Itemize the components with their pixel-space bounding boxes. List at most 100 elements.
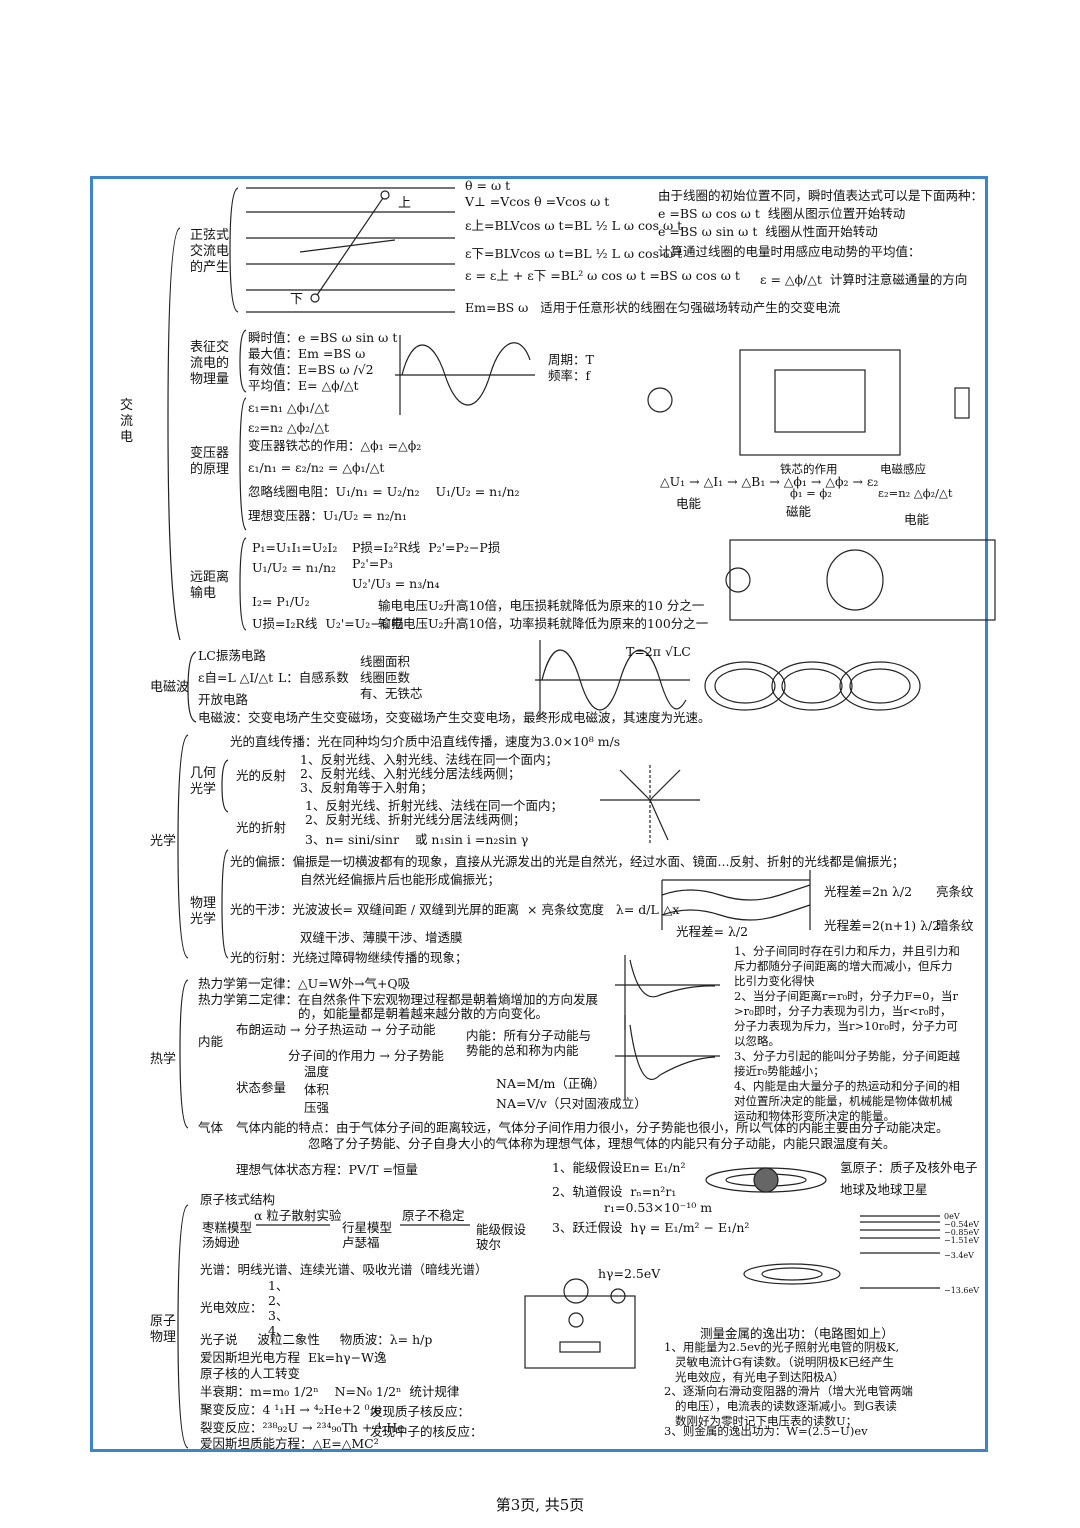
thermo-line-2: 热力学第二定律：在自然条件下宏观物理过程都是朝着熵增加的方向发展 (198, 992, 598, 1007)
char-line-4: 平均值：E= △ϕ/△t (248, 378, 359, 393)
dist-line-4: I₂= P₁/U₂ (252, 594, 310, 609)
atom-proton: 发现质子核反应： (370, 1404, 470, 1419)
thermo-gas-2: 忽略了分子势能、分子自身大小的气体称为理想气体，理想气体的内能只有分子动能，内能… (308, 1136, 896, 1151)
atom-photoelectric: 光电效应： (200, 1300, 263, 1315)
optics-refr-3: 3、n= sini/sinr 或 n₁sin i =n₂sin γ (305, 832, 528, 847)
atom-photon: hγ=2.5eV (598, 1266, 660, 1281)
optics-phys: 物理 光学 (190, 896, 216, 928)
optics-dark-eq: 光程差=2(n+1) λ/2 (824, 918, 940, 933)
optics-geo: 几何 光学 (190, 766, 216, 798)
dist-line-5: 输电电压U₂升高10倍，电压损耗就降低为原来的10 分之一 (378, 598, 704, 613)
char-title: 表征交 流电的 物理量 (190, 340, 229, 388)
em-formula: T=2π √LC (626, 644, 691, 659)
thermo-na-1: NA=M/m（正确） (496, 1076, 605, 1091)
gen-title: 正弦式 交流电 的产生 (190, 228, 229, 276)
em-line-3: L：自感系数 (278, 670, 349, 685)
thermo-na-2: NA=V/v（只对固液成立） (496, 1096, 647, 1111)
trans-energy-3: 电能 (904, 512, 929, 527)
atom-model-2: 行星模型 卢瑟福 (342, 1220, 392, 1250)
optics-bright-eq: 光程差=2n λ/2 (824, 884, 912, 899)
atom-work-3: 3、则金属的逸出功为：W=(2.5−U)ev (664, 1424, 868, 1439)
atom-transform: 原子核的人工转变 (200, 1366, 300, 1381)
ac-main-label: 交 流 电 (120, 398, 133, 446)
char-line-1: 瞬时值：e =BS ω sin ω t (248, 330, 397, 345)
gen-down-label: 下 (290, 292, 303, 308)
atom-work-title: 测量金属的逸出功：（电路图如上） (700, 1326, 894, 1341)
trans-line-4: ε₁/n₁ = ε₂/n₂ = △ϕ₁/△t (248, 460, 384, 475)
gen-note-4: 计算通过线圈的电量时用感应电动势的平均值： (658, 244, 921, 259)
optics-refl-1: 1、反射光线、入射光线、法线在同一个面内； (300, 752, 558, 767)
gen-line-6: Em=BS ω 适用于任意形状的线圈在匀强磁场转动产生的交变电流 (465, 300, 840, 315)
char-freq: 频率：f (548, 368, 590, 383)
thermo-state: 状态参量 (236, 1080, 286, 1095)
optics-int: 光的干涉：光波波长= 双缝间距 / 双缝到光屏的距离 × 亮条纹宽度 λ= d/… (230, 902, 679, 917)
optics-refr: 光的折射 (236, 820, 286, 835)
dist-line-3: U₂'/U₃ = n₃/n₄ (352, 576, 440, 591)
em-line-1: LC振荡电路 (198, 648, 266, 663)
char-period: 周期：T (548, 352, 594, 367)
trans-line-2: ε₂=n₂ △ϕ₂/△t (248, 420, 329, 435)
optics-line-1: 光的直线传播：光在同种均匀介质中沿直线传播，速度为3.0×10⁸ m/s (230, 734, 620, 749)
trans-chain-c1: 铁芯的作用 (780, 462, 838, 477)
dist-line-1: P₁=U₁I₁=U₂I₂ (252, 540, 337, 555)
atom-model-1: 枣糕模型 汤姆逊 (202, 1220, 252, 1250)
optics-int-2: 双缝干涉、薄膜干涉、增透膜 (300, 930, 463, 945)
em-line-3b: 线圈匝数 (360, 670, 410, 685)
thermo-line-2b: 的，如能量都是朝着越来越分散的方向变化。 (298, 1006, 548, 1021)
thermo-inner: 内能 (198, 1034, 223, 1049)
gen-note-1: 由于线圈的初始位置不同，瞬时值表达式可以是下面两种： (658, 188, 983, 203)
optics-pol: 光的偏振：偏振是一切横波都有的现象，直接从光源发出的光是自然光，经过水面、镜面.… (230, 854, 904, 869)
atom-mass-energy: 爱因斯坦质能方程：△E=△MC² (200, 1436, 379, 1451)
gen-line-2: V⊥ =Vcos θ =Vcos ω t (465, 194, 609, 209)
dist-title: 远距离 输电 (190, 570, 229, 602)
optics-title: 光学 (150, 834, 176, 850)
trans-line-1: ε₁=n₁ △ϕ₁/△t (248, 400, 329, 415)
char-line-3: 有效值：E=BS ω /√2 (248, 362, 374, 377)
thermo-state-1: 温度 (304, 1064, 329, 1079)
optics-dark-label: 暗条纹 (936, 918, 974, 933)
char-line-2: 最大值：Em =BS ω (248, 346, 365, 361)
thermo-gas: 气体 (198, 1120, 223, 1135)
optics-refr-1: 1、反射光线、折射光线、法线在同一个面内； (305, 798, 563, 813)
atom-arrow-2: 原子不稳定 (402, 1208, 465, 1223)
thermo-state-2: 体积 (304, 1082, 329, 1097)
atom-fusion: 聚变反应：4 ¹₁H → ⁴₂He+2 ⁰₁e (200, 1402, 382, 1417)
atom-bohr-2b: r₁=0.53×10⁻¹⁰ m (604, 1200, 712, 1215)
atom-bohr-2: 2、轨道假设 rₙ=n²r₁ (552, 1184, 676, 1199)
gen-line-3: ε上=BLVcos ω t=BL ½ L ω cos ω t (465, 218, 682, 233)
trans-line-5: 忽略线圈电阻：U₁/n₁ = U₂/n₂ U₁/U₂ = n₁/n₂ (248, 484, 520, 499)
thermo-state-3: 压强 (304, 1100, 329, 1115)
optics-refr-2: 2、反射光线、折射光线分居法线两侧； (305, 812, 525, 827)
page-footer: 第3页, 共5页 (0, 1494, 1080, 1515)
dist-line-7: 输电电压U₂升高10倍，功率损耗就降低为原来的100分之一 (378, 616, 708, 631)
thermo-line-1: 热力学第一定律：△U=W外→气+Q吸 (198, 976, 410, 991)
gen-note-5: ε = △ϕ/△t 计算时注意磁通量的方向 (760, 272, 967, 287)
trans-energy-1: 电能 (676, 496, 701, 511)
atom-struct: 原子核式结构 (200, 1192, 275, 1207)
atom-einstein: 爱因斯坦光电方程 Ek=hγ−W逸 (200, 1350, 386, 1365)
atom-bohr-1: 1、能级假设En= E₁/n² (552, 1160, 685, 1175)
atom-bohr-3: 3、跃迁假设 hγ = E₁/m² − E₁/n² (552, 1220, 749, 1235)
energy-level-3: −1.51eV (944, 1233, 979, 1248)
em-line-3a: 线圈面积 (360, 654, 410, 669)
optics-refl-2: 2、反射光线、入射光线分居法线两侧； (300, 766, 520, 781)
gen-up-label: 上 (398, 196, 411, 212)
atom-title: 原子 物理 (150, 1314, 176, 1346)
atom-spectrum: 光谱：明线光谱、连续光谱、吸收光谱（暗线光谱） (200, 1262, 488, 1277)
thermo-inner-3: 内能：所有分子动能与 势能的总和称为内能 (466, 1028, 591, 1058)
dist-line-2: U₁/U₂ = n₁/n₂ (252, 560, 336, 575)
trans-chain-c3: 电磁感应 (880, 462, 926, 477)
em-line-3c: 有、无铁芯 (360, 686, 423, 701)
atom-hydrogen: 氢原子：质子及核外电子 (840, 1160, 978, 1175)
em-line-2: ε自=L △I/△t (198, 670, 273, 685)
trans-chain: △U₁ → △I₁ → △B₁ → △ϕ₁ → △ϕ₂ → ε₂ (660, 474, 878, 489)
gen-note-3: e =BS ω sin ω t 线圈从性面开始转动 (658, 224, 878, 239)
thermo-gas-3: 理想气体状态方程：PV/T =恒量 (236, 1162, 418, 1177)
optics-bright-label: 亮条纹 (936, 884, 974, 899)
trans-title: 变压器 的原理 (190, 446, 229, 478)
gen-note-2: e =BS ω cos ω t 线圈从图示位置开始转动 (658, 206, 905, 221)
thermo-inner-2: 分子间的作用力 → 分子势能 (288, 1048, 444, 1063)
optics-path-diff: 光程差= λ/2 (676, 924, 748, 939)
atom-dual: 光子说 波粒二象性 物质波：λ= h/p (200, 1332, 432, 1347)
dist-line-1b: P损=I₂²R线 P₂'=P₂−P损 (352, 540, 500, 555)
